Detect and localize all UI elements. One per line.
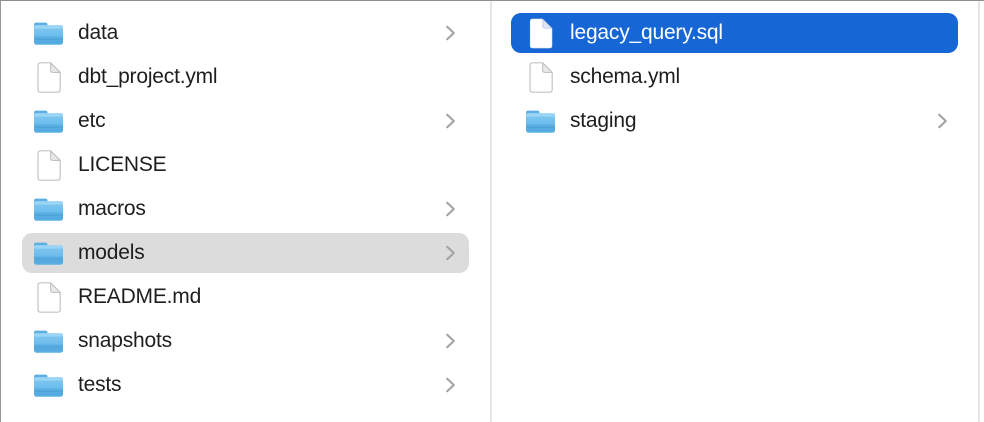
- item-label: README.md: [78, 285, 202, 308]
- document-icon: [33, 149, 64, 181]
- document-icon: [525, 17, 556, 49]
- column-divider[interactable]: [978, 0, 980, 422]
- file-row[interactable]: legacy_query.sql: [492, 11, 978, 55]
- folder-icon: [33, 17, 64, 49]
- chevron-right-icon: [445, 245, 456, 262]
- folder-icon: [33, 325, 64, 357]
- item-label: legacy_query.sql: [570, 21, 723, 44]
- file-row[interactable]: README.md: [0, 275, 490, 319]
- item-label: schema.yml: [570, 65, 681, 88]
- next-column-sliver: [980, 0, 984, 422]
- folder-row[interactable]: models: [0, 231, 490, 275]
- folder-icon: [33, 237, 64, 269]
- item-label: LICENSE: [78, 153, 167, 176]
- document-icon: [33, 61, 64, 93]
- item-label: etc: [78, 109, 106, 132]
- file-row[interactable]: LICENSE: [0, 143, 490, 187]
- selection-highlight-active: [511, 13, 958, 53]
- chevron-right-icon: [445, 113, 456, 130]
- folder-icon: [33, 369, 64, 401]
- folder-row[interactable]: etc: [0, 99, 490, 143]
- item-label: staging: [570, 109, 637, 132]
- item-label: data: [78, 21, 119, 44]
- column-left: data dbt_project.yml etc LICENSE: [0, 0, 490, 422]
- file-row[interactable]: dbt_project.yml: [0, 55, 490, 99]
- folder-icon: [33, 105, 64, 137]
- item-label: macros: [78, 197, 146, 220]
- folder-row[interactable]: data: [0, 11, 490, 55]
- chevron-right-icon: [445, 333, 456, 350]
- folder-row[interactable]: tests: [0, 363, 490, 407]
- item-label: snapshots: [78, 329, 172, 352]
- document-icon: [33, 281, 64, 313]
- folder-icon: [525, 105, 556, 137]
- folder-row[interactable]: macros: [0, 187, 490, 231]
- column-right: legacy_query.sql schema.yml staging: [492, 0, 978, 422]
- item-label: tests: [78, 373, 122, 396]
- document-icon: [525, 61, 556, 93]
- folder-icon: [33, 193, 64, 225]
- chevron-right-icon: [445, 201, 456, 218]
- chevron-right-icon: [445, 377, 456, 394]
- item-label: models: [78, 241, 145, 264]
- chevron-right-icon: [445, 25, 456, 42]
- column-divider[interactable]: [490, 0, 492, 422]
- file-row[interactable]: schema.yml: [492, 55, 978, 99]
- folder-row[interactable]: staging: [492, 99, 978, 143]
- selection-highlight-inactive: [22, 233, 469, 273]
- chevron-right-icon: [937, 113, 948, 130]
- item-label: dbt_project.yml: [78, 65, 218, 88]
- folder-row[interactable]: snapshots: [0, 319, 490, 363]
